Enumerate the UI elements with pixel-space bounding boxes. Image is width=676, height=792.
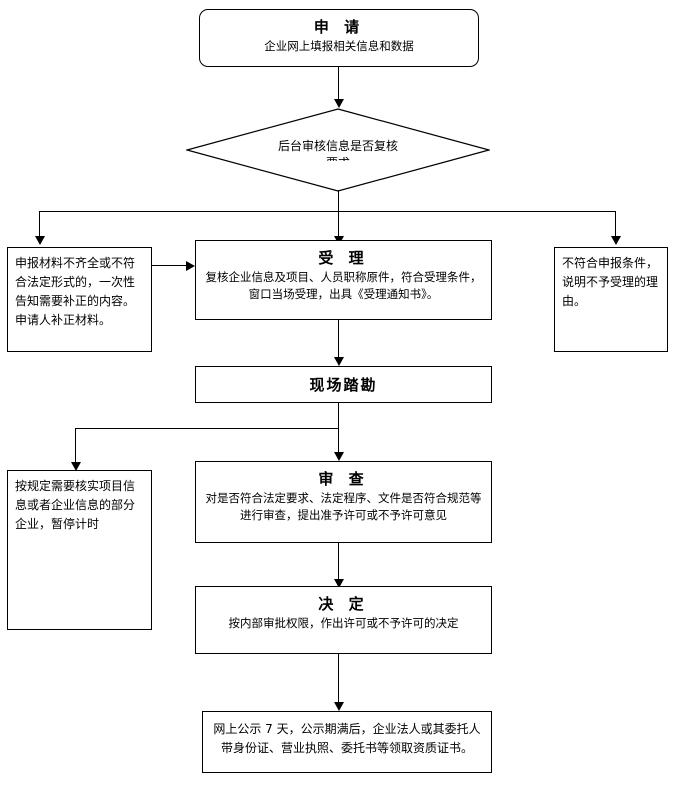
- arrowhead-branch-left: [35, 236, 45, 245]
- node-review-decision[interactable]: 后台审核信息是否复核 要求: [186, 108, 490, 192]
- node-supplement[interactable]: 申报材料不齐全或不符合法定形式的，一次性告知需要补正的内容。申请人补正材料。: [7, 247, 152, 352]
- node-suspend-body: 按规定需要核实项目信息或者企业信息的部分企业，暂停计时: [15, 479, 136, 531]
- connector-examine-branch-left: [75, 428, 76, 466]
- arrowhead-accept-to-survey: [334, 357, 344, 366]
- node-examine-title: 审 查: [318, 470, 369, 488]
- connector-decision-down: [338, 190, 339, 212]
- node-decide[interactable]: 决 定 按内部审批权限，作出许可或不予许可的决定: [195, 586, 492, 654]
- arrowhead-decide-to-publicize: [334, 702, 344, 711]
- arrowhead-survey-to-examine: [334, 452, 344, 461]
- connector-apply-to-decision: [338, 67, 339, 101]
- connector-branch-center: [338, 211, 339, 240]
- connector-branch-right: [615, 211, 616, 240]
- arrowhead-branch-right: [611, 236, 621, 245]
- connector-examine-branch-bar: [75, 428, 339, 429]
- connector-survey-to-examine: [338, 403, 339, 456]
- node-apply-title: 申 请: [313, 18, 365, 36]
- node-accept-title: 受 理: [318, 249, 369, 267]
- node-decide-title: 决 定: [318, 595, 369, 613]
- node-site-survey[interactable]: 现场踏勘: [195, 366, 492, 403]
- node-review-decision-line1: 后台审核信息是否复核: [277, 139, 398, 153]
- node-apply[interactable]: 申 请 企业网上填报相关信息和数据: [199, 9, 479, 67]
- connector-accept-to-survey: [338, 320, 339, 362]
- node-reject-body: 不符合申报条件，说明不予受理的理由。: [562, 256, 659, 308]
- node-accept-body: 复核企业信息及项目、人员职称原件，符合受理条件，窗口当场受理，出具《受理通知书》…: [205, 270, 482, 301]
- node-accept[interactable]: 受 理 复核企业信息及项目、人员职称原件，符合受理条件，窗口当场受理，出具《受理…: [195, 240, 492, 320]
- node-review-decision-line2: 要求: [186, 154, 490, 161]
- arrowhead-apply-to-decision: [334, 99, 344, 108]
- node-apply-body: 企业网上填报相关信息和数据: [264, 39, 414, 53]
- node-suspend[interactable]: 按规定需要核实项目信息或者企业信息的部分企业，暂停计时: [7, 470, 152, 630]
- node-site-survey-title: 现场踏勘: [309, 376, 378, 394]
- arrowhead-examine-to-decide: [334, 579, 344, 588]
- node-examine[interactable]: 审 查 对是否符合法定要求、法定程序、文件是否符合规范等进行审查，提出准予许可或…: [195, 461, 492, 543]
- node-decide-body: 按内部审批权限，作出许可或不予许可的决定: [228, 616, 459, 630]
- connector-branch-left: [39, 211, 40, 240]
- connector-distribution-bar: [39, 211, 616, 212]
- node-supplement-body: 申报材料不齐全或不符合法定形式的，一次性告知需要补正的内容。申请人补正材料。: [15, 256, 136, 327]
- arrowhead-supplement-to-accept: [186, 261, 195, 271]
- connector-examine-to-decide: [338, 543, 339, 584]
- node-reject[interactable]: 不符合申报条件，说明不予受理的理由。: [554, 247, 668, 352]
- node-publicize-body: 网上公示 7 天，公示期满后，企业法人或其委托人带身份证、营业执照、委托书等领取…: [213, 722, 481, 755]
- node-examine-body: 对是否符合法定要求、法定程序、文件是否符合规范等进行审查，提出准予许可或不予许可…: [205, 491, 482, 522]
- connector-supplement-to-accept: [152, 265, 188, 266]
- arrowhead-examine-branch-left: [71, 462, 81, 471]
- node-publicize[interactable]: 网上公示 7 天，公示期满后，企业法人或其委托人带身份证、营业执照、委托书等领取…: [202, 711, 492, 773]
- connector-decide-to-publicize: [338, 654, 339, 706]
